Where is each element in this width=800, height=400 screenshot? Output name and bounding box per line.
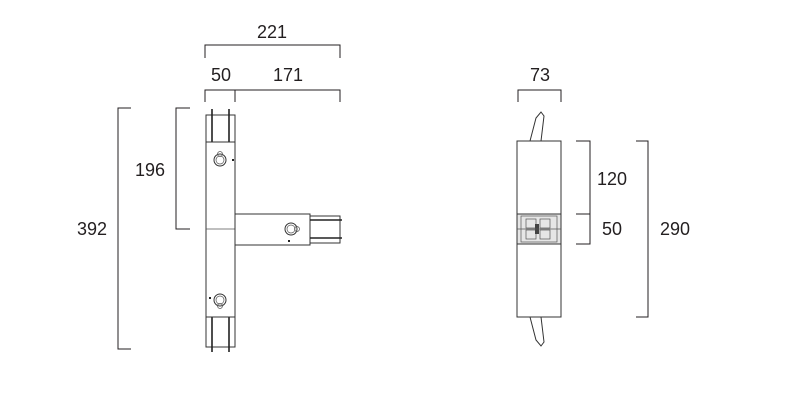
dimension-width: 73 — [517, 65, 562, 102]
screw-icon — [284, 222, 300, 236]
dimension-label: 171 — [273, 65, 303, 85]
clip-top — [529, 111, 545, 142]
dimension-label: 392 — [77, 219, 107, 239]
track-end-bottom — [205, 316, 236, 348]
dimension-label: 73 — [530, 65, 550, 85]
contact-insert — [516, 213, 562, 245]
dimension-label: 50 — [602, 219, 622, 239]
dimension-upper-and-insert: 120 50 — [576, 140, 627, 245]
dimension-body-height: 290 — [636, 140, 690, 318]
dimension-overall-width: 221 — [204, 22, 341, 58]
dimension-segments: 50 171 — [204, 65, 341, 102]
t-connector-top-view: 221 50 171 392 196 — [77, 22, 342, 352]
screw-icon — [213, 293, 227, 309]
connector-body-vertical — [205, 141, 236, 318]
dimension-label: 120 — [597, 169, 627, 189]
dimension-half-height: 196 — [135, 107, 190, 230]
track-end-top — [205, 114, 236, 143]
dimension-overall-height: 392 — [77, 107, 131, 350]
connector-side-view: 73 120 50 290 — [516, 65, 690, 347]
dimension-label: 196 — [135, 160, 165, 180]
dimension-label: 221 — [257, 22, 287, 42]
connector-arm — [234, 213, 311, 246]
dimension-label: 50 — [211, 65, 231, 85]
clip-bottom — [529, 316, 545, 347]
screw-icon — [213, 151, 227, 167]
dimension-label: 290 — [660, 219, 690, 239]
